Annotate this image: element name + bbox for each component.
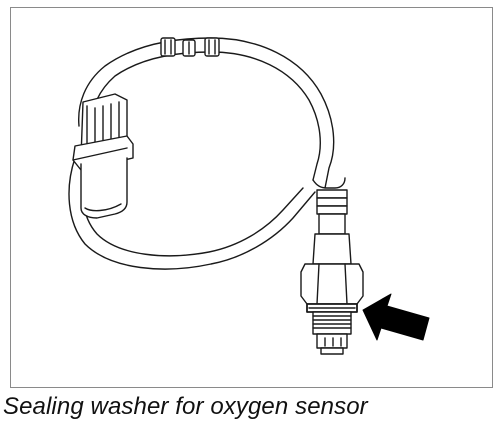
cable-clip-middle [182, 39, 196, 57]
sensor-thread [312, 311, 352, 335]
oxygen-sensor-illustration [68, 37, 430, 355]
connector-plug [72, 93, 134, 219]
sensor-lead-sleeve [312, 177, 346, 189]
oxygen-sensor-body [300, 233, 364, 305]
sealing-washer [306, 303, 358, 313]
sensor-tip [316, 333, 348, 355]
cable-clip-right [204, 37, 220, 57]
figure-frame [10, 7, 493, 388]
cable-clip-left [160, 37, 176, 57]
sensor-lead-ribs [316, 189, 348, 235]
figure-caption: Sealing washer for oxygen sensor [3, 393, 368, 420]
pointer-arrow-icon [362, 293, 430, 341]
